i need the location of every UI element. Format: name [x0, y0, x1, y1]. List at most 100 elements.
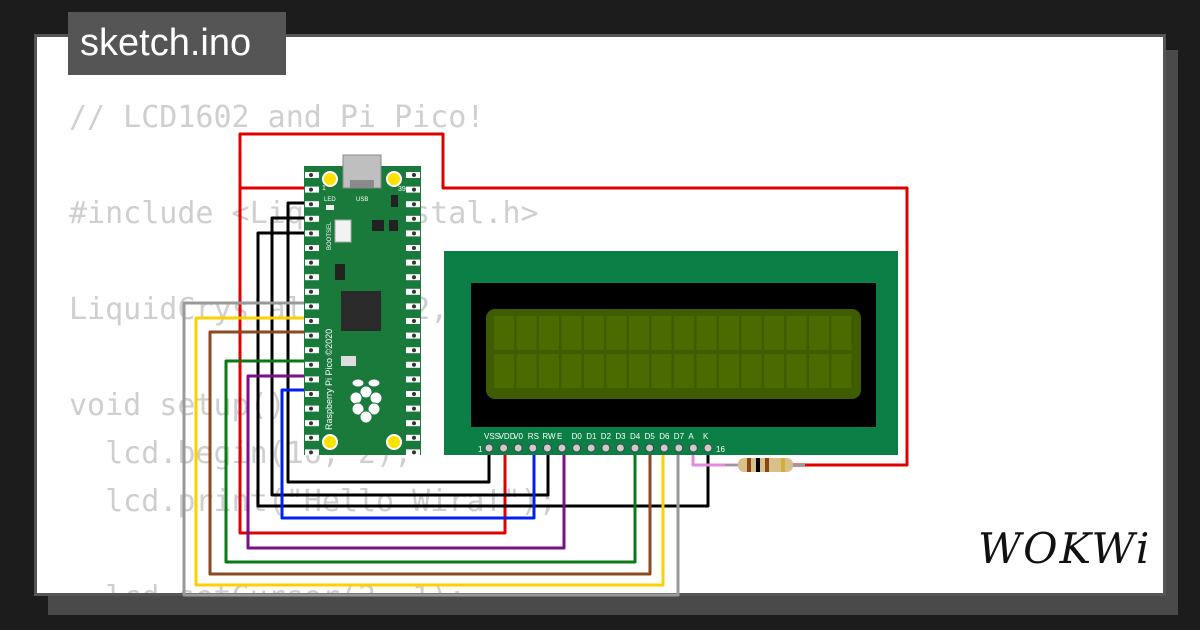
lcd-cell: [786, 354, 807, 388]
resistor[interactable]: [725, 458, 805, 472]
pico-pin-hole: [412, 304, 416, 309]
lcd-pin[interactable]: [630, 443, 640, 453]
raspberry-logo-icon: [349, 378, 383, 424]
lcd-pin[interactable]: [484, 443, 494, 453]
lcd-cell: [831, 316, 852, 350]
lcd-cell: [539, 316, 559, 350]
pico-pin-hole: [412, 202, 416, 207]
lcd-pin-label: D6: [659, 432, 670, 441]
pico-pin-hole: [412, 406, 416, 411]
lcd-pin-label: D0: [572, 432, 583, 441]
pico-pin-hole: [412, 275, 416, 280]
pico-pin-hole: [412, 260, 416, 265]
lcd-pin[interactable]: [528, 443, 538, 453]
lcd-cell: [584, 354, 604, 388]
lcd-cell: [494, 354, 514, 388]
lcd-pin[interactable]: [659, 443, 669, 453]
lcd-cell: [516, 354, 537, 388]
lcd-cell: [831, 354, 852, 388]
pico-pin-hole: [309, 450, 313, 455]
lcd-cell: [651, 354, 672, 388]
pico-pin-hole: [412, 173, 416, 177]
lcd-cell: [741, 354, 762, 388]
lcd-pin[interactable]: [542, 443, 552, 453]
led-icon: [326, 205, 334, 210]
pico-pin-hole: [309, 289, 313, 294]
pin-label: 1: [322, 185, 326, 192]
wire-blue[interactable]: [280, 388, 536, 520]
pico-pin-hole: [412, 246, 416, 250]
lcd-pin[interactable]: [586, 443, 596, 453]
pico-pin-hole: [309, 333, 313, 338]
wire-purple[interactable]: [246, 374, 566, 550]
pico-pin-hole: [309, 187, 313, 192]
pico-pin-hole: [309, 275, 313, 280]
lcd-cell: [629, 316, 649, 350]
lcd-cell: [539, 354, 559, 388]
file-tab[interactable]: sketch.ino: [68, 12, 286, 75]
lcd-pin-label: D2: [601, 432, 612, 441]
lcd-pin[interactable]: [703, 443, 713, 453]
lcd-pin[interactable]: [674, 443, 684, 453]
lcd-pin-label: V0: [513, 432, 523, 441]
wire-green[interactable]: [224, 359, 637, 564]
lcd-cell: [629, 354, 649, 388]
board-label: Raspberry Pi Pico ©2020: [324, 329, 334, 430]
lcd-pin[interactable]: [645, 443, 655, 453]
wire-black-1[interactable]: [286, 201, 491, 484]
lcd-pin[interactable]: [499, 443, 509, 453]
lcd-pin[interactable]: [572, 443, 582, 453]
lcd-cell: [584, 316, 604, 350]
mount-hole: [322, 434, 338, 450]
pico-pin-hole: [309, 202, 313, 207]
wire-red-top[interactable]: [238, 132, 909, 467]
pico-pin-hole: [412, 362, 416, 367]
wire-black-3[interactable]: [256, 231, 710, 508]
lcd-pin-start-label: 1: [478, 445, 483, 454]
bootsel-button[interactable]: [334, 219, 352, 243]
pico-pin-hole: [309, 362, 313, 367]
pico-pin-hole: [412, 377, 416, 382]
lcd-cell: [809, 316, 829, 350]
pico-pin-hole: [412, 435, 416, 440]
pico-pin-hole: [412, 216, 416, 221]
pico-pin-hole: [412, 187, 416, 192]
pico-pin-hole: [309, 435, 313, 440]
lcd-cell: [651, 316, 672, 350]
lcd-cell: [561, 316, 582, 350]
wire-black-2[interactable]: [270, 216, 550, 497]
usb-label: USB: [356, 197, 368, 203]
pico-pin-hole: [309, 173, 313, 177]
pico-pin-hole: [309, 231, 313, 236]
pico-pin-hole: [309, 260, 313, 265]
lcd-cell: [494, 316, 514, 350]
lcd-character-cells: [494, 316, 852, 388]
pico-pin-hole: [412, 392, 416, 396]
lcd-cell: [719, 316, 739, 350]
rp2040-chip: [341, 291, 381, 331]
lcd-pin[interactable]: [688, 443, 698, 453]
pin-label: 39: [398, 186, 406, 193]
lcd-pin[interactable]: [601, 443, 611, 453]
led-label: LED: [324, 197, 336, 203]
pico-pin-hole: [309, 348, 313, 353]
wire-yellow[interactable]: [194, 316, 665, 587]
wire-brown[interactable]: [208, 330, 652, 576]
pi-pico-board[interactable]: 1 2 39 USB LED BOOTSEL Raspberry Pi Pico…: [304, 154, 421, 456]
pico-pin-hole: [309, 406, 313, 411]
lcd-pin[interactable]: [615, 443, 625, 453]
lcd-pin-label: A: [688, 432, 694, 441]
lcd-pin[interactable]: [557, 443, 567, 453]
wire-gray[interactable]: [182, 301, 680, 597]
lcd-cell: [809, 354, 829, 388]
lcd-cell: [516, 316, 537, 350]
pin-header-right: [406, 172, 420, 456]
lcd-pin-label: VDD: [499, 432, 516, 441]
lcd-pin[interactable]: [513, 443, 523, 453]
pin-header-left: [305, 172, 319, 456]
lcd-cell: [674, 316, 694, 350]
pico-pin-hole: [412, 450, 416, 455]
